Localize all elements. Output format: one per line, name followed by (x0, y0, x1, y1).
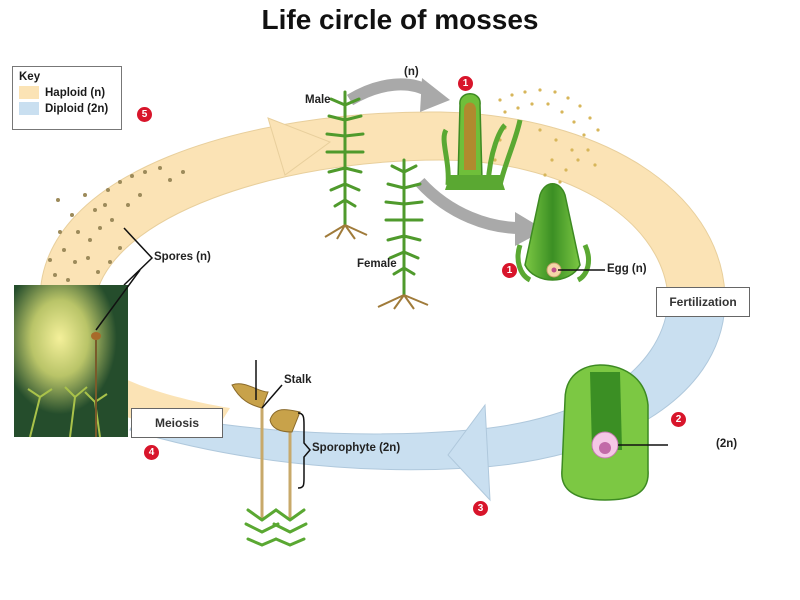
sporophyte-label: Sporophyte (2n) (312, 442, 401, 454)
key-heading: Key (19, 71, 41, 83)
stalk-label: Stalk (284, 374, 312, 386)
female-gametophyte (384, 158, 424, 297)
diploid-arrowhead (447, 403, 491, 502)
meiosis-box: Meiosis (131, 408, 223, 438)
key-item-haploid: Haploid (n) (19, 86, 115, 99)
fertilization-box: Fertilization (656, 287, 750, 317)
haploid-label: Haploid (n) (45, 86, 106, 99)
archegonium (515, 183, 591, 283)
haploid-swatch (19, 86, 39, 99)
diploid-swatch (19, 102, 39, 115)
stalk-pointer (261, 384, 283, 409)
key-item-diploid: Diploid (2n) (19, 102, 115, 115)
spore-dots (43, 166, 185, 292)
capsule-right (269, 409, 301, 433)
zygote-archegonium (561, 364, 649, 501)
diploid-label: Diploid (2n) (45, 102, 109, 115)
haploid-band (39, 111, 726, 301)
sperm-cells (493, 88, 600, 184)
gray-arrow-female (415, 177, 521, 234)
sporophytes (231, 383, 308, 547)
male-gametophyte (325, 90, 365, 227)
key-legend: Key Haploid (n) Diploid (2n) (12, 66, 122, 130)
step-badge-spores: 5 (137, 107, 152, 122)
haploid-arrowhead (267, 117, 332, 176)
spores-bracket (123, 227, 154, 286)
diagram-title: Life circle of mosses (261, 4, 539, 35)
gray-arrowhead-male (420, 78, 450, 112)
gray-arrowhead-female (515, 212, 545, 246)
egg-label: Egg (n) (607, 263, 647, 275)
female-rhizoids (377, 294, 429, 310)
spores-label: Spores (n) (154, 251, 211, 263)
photo-pointer (95, 269, 141, 331)
sporophyte-bracket (297, 412, 311, 489)
capsule-left (231, 383, 269, 409)
n-arrow-label: (n) (404, 66, 419, 78)
step-badge-sporophyte-growth: 3 (473, 501, 488, 516)
step-badge-archegonium: 1 (502, 263, 517, 278)
gray-arrow-male (346, 78, 434, 106)
male-label: Male (305, 94, 331, 106)
step-badge-antheridium: 1 (458, 76, 473, 91)
male-rhizoids (324, 224, 368, 240)
moss-photo (14, 285, 128, 438)
zygote-2n-label: (2n) (716, 438, 738, 450)
step-badge-meiosis: 4 (144, 445, 159, 460)
step-badge-zygote: 2 (671, 412, 686, 427)
female-label: Female (357, 258, 397, 270)
antheridium (441, 93, 523, 190)
